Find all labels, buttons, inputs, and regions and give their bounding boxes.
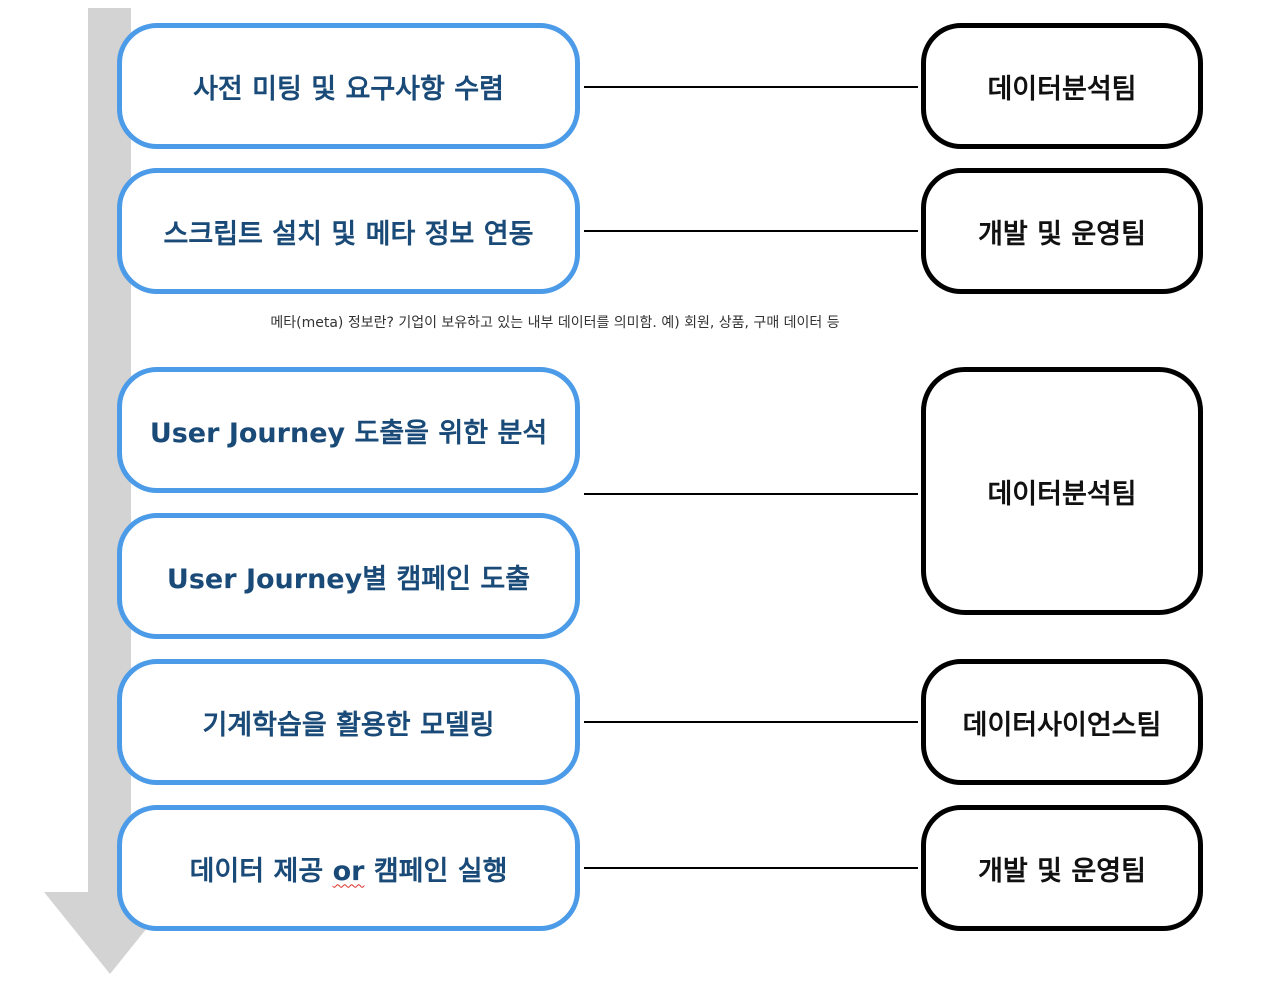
step-box-journey-analysis: User Journey 도출을 위한 분석: [117, 367, 580, 493]
team-box-dev-ops: 개발 및 운영팀: [921, 805, 1203, 931]
step-label: User Journey 도출을 위한 분석: [149, 417, 548, 449]
team-label: 데이터사이언스팀: [962, 709, 1162, 741]
step-label: 사전 미팅 및 요구사항 수렴: [193, 73, 504, 105]
team-label: 데이터분석팀: [987, 73, 1137, 105]
team-box-dev-ops: 개발 및 운영팀: [921, 168, 1203, 294]
connector-line: [584, 721, 918, 723]
team-label: 개발 및 운영팀: [978, 855, 1146, 887]
meta-info-note: 메타(meta) 정보란? 기업이 보유하고 있는 내부 데이터를 의미함. 예…: [270, 315, 840, 331]
step-box-journey-campaign: User Journey별 캠페인 도출: [117, 513, 580, 639]
step-label: User Journey별 캠페인 도출: [166, 563, 531, 595]
team-box-data-science: 데이터사이언스팀: [921, 659, 1203, 785]
step-box-data-delivery: 데이터 제공 or 캠페인 실행: [117, 805, 580, 931]
step-box-script-install: 스크립트 설치 및 메타 정보 연동: [117, 168, 580, 294]
step-label: 기계학습을 활용한 모델링: [202, 709, 495, 741]
team-label: 데이터분석팀: [987, 478, 1137, 510]
step-box-requirements: 사전 미팅 및 요구사항 수렴: [117, 23, 580, 149]
connector-line: [584, 493, 918, 495]
team-label: 개발 및 운영팀: [978, 218, 1146, 250]
connector-line: [584, 230, 918, 232]
step-box-ml-modeling: 기계학습을 활용한 모델링: [117, 659, 580, 785]
team-box-data-analysis: 데이터분석팀: [921, 23, 1203, 149]
connector-line: [584, 86, 918, 88]
connector-line: [584, 867, 918, 869]
team-box-data-analysis: 데이터분석팀: [921, 367, 1203, 615]
step-label: 스크립트 설치 및 메타 정보 연동: [163, 218, 534, 250]
step-label: 데이터 제공 or 캠페인 실행: [189, 855, 508, 887]
spellcheck-flagged-word: or: [332, 855, 365, 887]
